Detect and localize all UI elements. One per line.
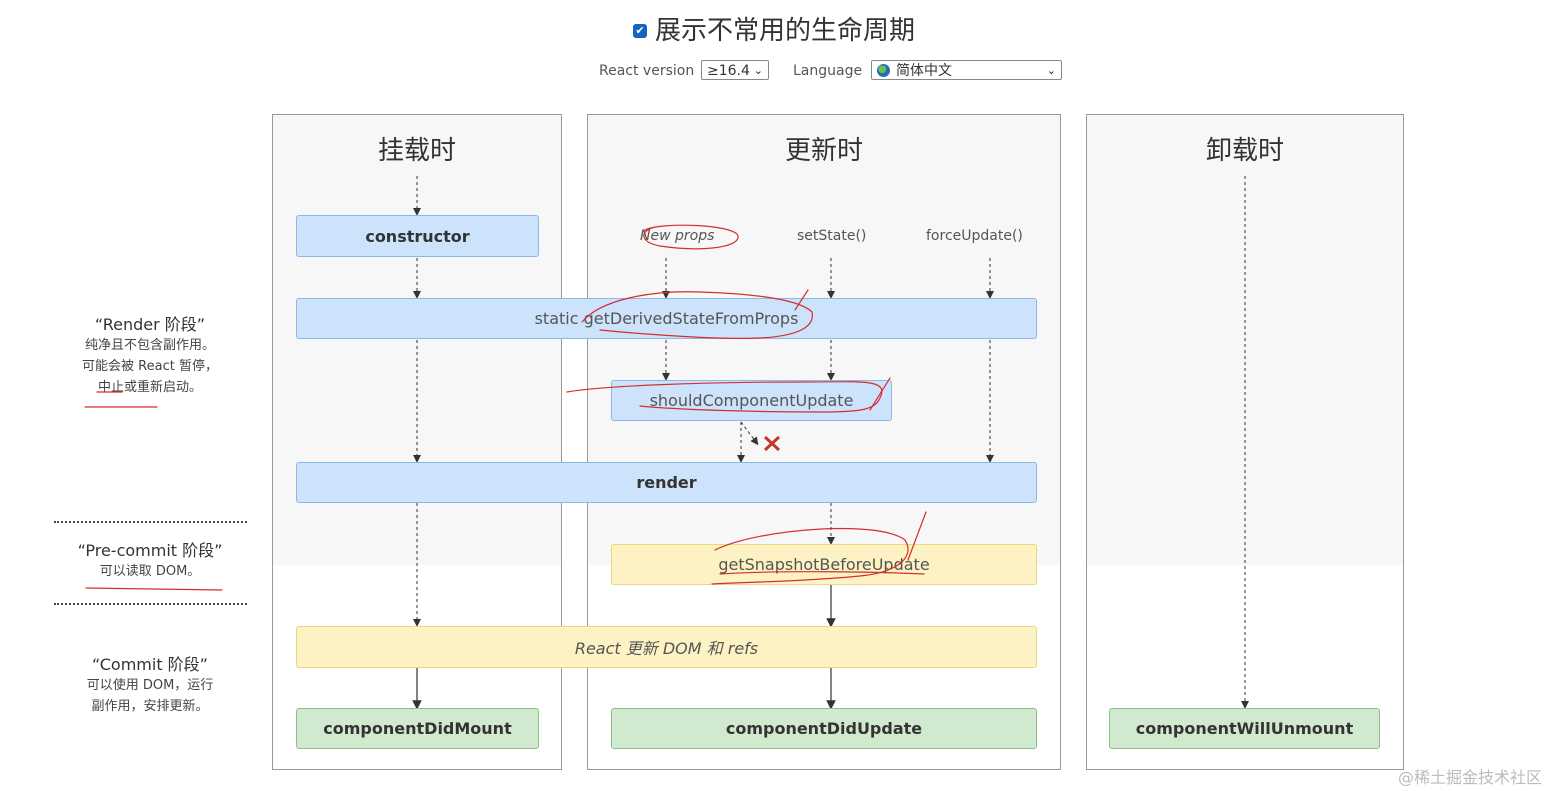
- render-phase-line: 可能会被 React 暂停，: [82, 359, 218, 374]
- phase-divider: [54, 603, 247, 605]
- react-version-label: React version: [599, 63, 695, 79]
- page-title-text: 展示不常用的生命周期: [654, 16, 915, 46]
- language-select[interactable]: 简体中文 ⌄: [871, 60, 1062, 80]
- arrow-scu-false: [740, 421, 759, 446]
- chevron-down-icon: ⌄: [1046, 64, 1056, 77]
- react-version-select[interactable]: ≥16.4 ⌄: [701, 60, 769, 80]
- scu-tick: [869, 377, 891, 411]
- snapshot-tick: [907, 511, 927, 561]
- commit-phase-label: “Commit 阶段” 可以使用 DOM，运行 副作用，安排更新。: [40, 654, 260, 717]
- scu-scribble: [566, 381, 883, 413]
- cancel-x-icon: [763, 435, 781, 452]
- component-will-unmount-box: componentWillUnmount: [1109, 708, 1380, 749]
- commit-phase-title: “Commit 阶段”: [92, 655, 208, 674]
- precommit-underline: [85, 587, 223, 591]
- language-value: 简体中文: [896, 63, 952, 79]
- snapshot-scribble: [711, 527, 909, 585]
- get-derived-state-box: static getDerivedStateFromProps: [296, 298, 1037, 339]
- commit-phase-line: 副作用，安排更新。: [91, 699, 209, 714]
- render-phase-line: 纯净且不包含副作用。: [84, 338, 215, 353]
- snapshot-underline: [719, 571, 925, 575]
- gdsfp-tick: [794, 289, 809, 311]
- component-did-mount-box: componentDidMount: [296, 708, 539, 749]
- show-uncommon-checkbox[interactable]: ✔: [632, 24, 647, 38]
- mount-column-title: 挂载时: [377, 136, 456, 166]
- update-column-title: 更新时: [784, 136, 863, 166]
- language-label: Language: [793, 63, 863, 79]
- gdsfp-scribble: [581, 291, 813, 339]
- get-snapshot-box: getSnapshotBeforeUpdate: [611, 544, 1037, 585]
- new-props-circle: [643, 224, 739, 250]
- watermark: @稀土掘金技术社区: [1397, 768, 1542, 787]
- react-version-value: ≥16.4: [707, 63, 750, 79]
- chevron-down-icon: ⌄: [753, 64, 763, 77]
- trigger-set-state: setState(): [797, 228, 867, 244]
- render-box: render: [296, 462, 1037, 503]
- commit-phase-line: 可以使用 DOM，运行: [86, 678, 214, 693]
- component-did-update-box: componentDidUpdate: [611, 708, 1037, 749]
- trigger-new-props: New props: [640, 228, 715, 244]
- phase-divider: [54, 521, 247, 523]
- should-component-update-box: shouldComponentUpdate: [611, 380, 892, 421]
- precommit-phase-line: 可以读取 DOM。: [99, 564, 201, 579]
- page-title: ✔ 展示不常用的生命周期: [0, 10, 1548, 47]
- react-updates-dom-box: React 更新 DOM 和 refs: [296, 626, 1037, 668]
- render-phase-label: “Render 阶段” 纯净且不包含副作用。 可能会被 React 暂停， 中止…: [40, 314, 260, 398]
- precommit-phase-label: “Pre-commit 阶段” 可以读取 DOM。: [40, 540, 260, 582]
- trigger-force-update: forceUpdate(): [926, 228, 1023, 244]
- render-phase-line: 中止或重新启动。: [97, 380, 202, 395]
- constructor-box: constructor: [296, 215, 539, 257]
- globe-icon: [877, 64, 890, 77]
- unmount-column-title: 卸载时: [1205, 136, 1284, 166]
- precommit-phase-title: “Pre-commit 阶段”: [77, 541, 223, 560]
- render-phase-title: “Render 阶段”: [94, 315, 206, 334]
